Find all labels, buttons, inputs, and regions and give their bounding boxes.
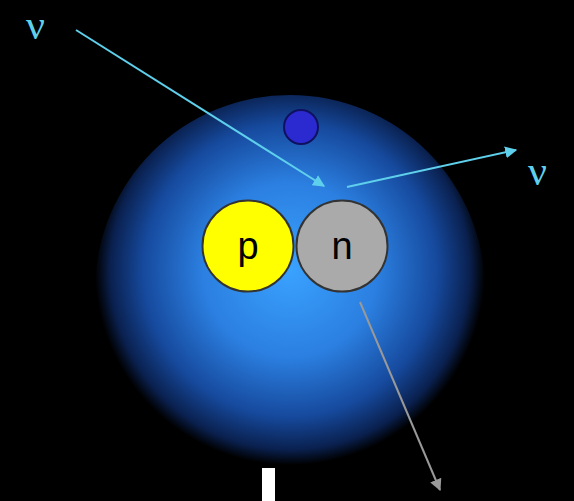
incoming-neutrino-arrow <box>76 30 324 186</box>
neutrino-symbol: ν <box>528 150 547 192</box>
nucleus-glow <box>95 95 485 485</box>
electron-dot <box>284 110 318 144</box>
recoil-arrow <box>360 302 440 490</box>
particle-letter: p <box>237 227 258 265</box>
outgoing-neutrino-arrow <box>347 150 516 187</box>
neutrino-symbol: ν <box>26 4 45 46</box>
proton-circle: p <box>201 199 295 293</box>
particle-letter: n <box>331 227 352 265</box>
neutron-circle: n <box>295 199 389 293</box>
bottom-bar <box>262 468 275 501</box>
